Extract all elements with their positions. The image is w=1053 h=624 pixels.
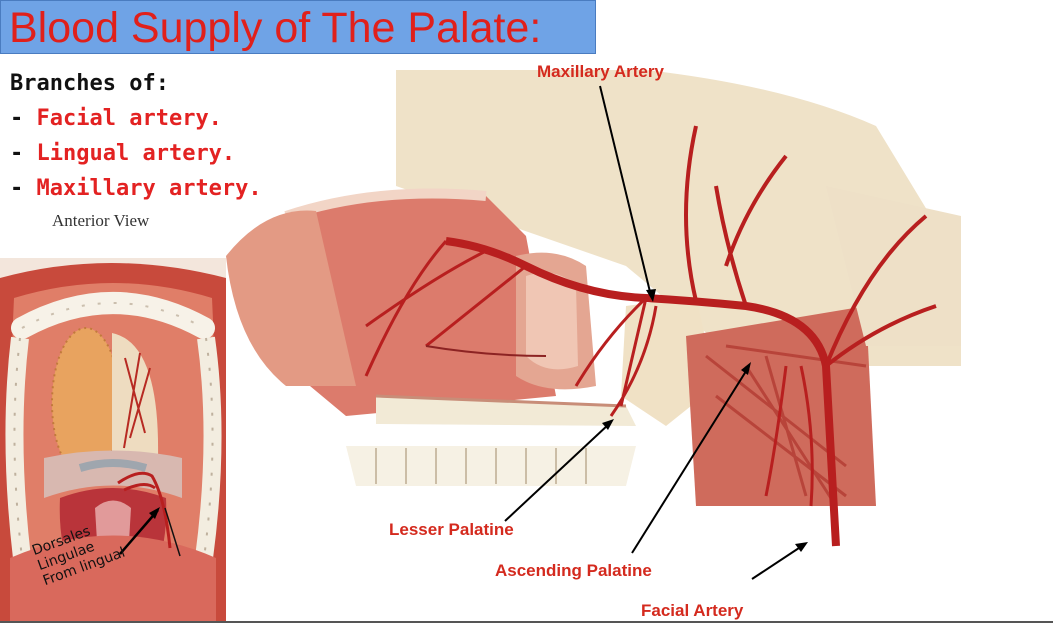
sagittal-palate-illustration bbox=[226, 70, 961, 547]
title-banner: Blood Supply of The Palate: bbox=[0, 0, 596, 54]
anterior-mouth-illustration bbox=[0, 258, 226, 622]
branches-list: Branches of: - Facial artery. - Lingual … bbox=[10, 66, 262, 206]
branch-item-maxillary: - Maxillary artery. bbox=[10, 176, 262, 201]
bottom-divider bbox=[0, 621, 1053, 623]
branch-item-lingual: - Lingual artery. bbox=[10, 141, 236, 166]
ascending-palatine-label: Ascending Palatine bbox=[495, 561, 652, 580]
maxillary-artery-label: Maxillary Artery bbox=[537, 62, 664, 81]
branches-heading: Branches of: bbox=[10, 71, 169, 96]
lesser-palatine-label: Lesser Palatine bbox=[389, 520, 514, 539]
facial-artery-label: Facial Artery bbox=[641, 601, 744, 620]
branch-item-facial: - Facial artery. bbox=[10, 106, 222, 131]
anterior-view-caption: Anterior View bbox=[52, 211, 150, 230]
slide-title: Blood Supply of The Palate: bbox=[9, 4, 542, 52]
